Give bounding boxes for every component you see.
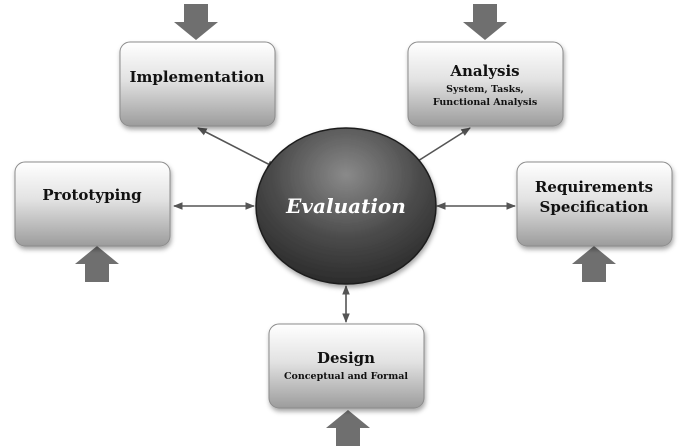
connectors bbox=[173, 127, 516, 323]
evaluation-label: Evaluation bbox=[285, 194, 406, 218]
input-arrow-design bbox=[326, 410, 370, 446]
connector-analysis-evaluation bbox=[409, 127, 471, 167]
node-design-box bbox=[268, 323, 425, 409]
node-evaluation: Evaluation bbox=[255, 127, 437, 285]
node-requirements-box bbox=[516, 161, 673, 247]
evaluation-ellipse bbox=[255, 127, 437, 285]
node-analysis: Analysis System, Tasks, Functional Analy… bbox=[407, 41, 564, 127]
node-design-subtitle: Conceptual and Formal bbox=[284, 371, 408, 382]
input-arrows bbox=[75, 4, 616, 446]
node-prototyping-box bbox=[14, 161, 171, 247]
node-design: Design Conceptual and Formal bbox=[268, 323, 425, 409]
node-analysis-subtitle-line1: System, Tasks, bbox=[446, 84, 524, 95]
node-requirements: Requirements Specification bbox=[516, 161, 673, 247]
node-prototyping-title: Prototyping bbox=[42, 186, 142, 204]
node-implementation: Implementation bbox=[119, 41, 276, 127]
input-arrow-analysis bbox=[463, 4, 507, 40]
node-design-title: Design bbox=[317, 349, 375, 367]
node-implementation-box bbox=[119, 41, 276, 127]
node-prototyping: Prototyping bbox=[14, 161, 171, 247]
input-arrow-implementation bbox=[174, 4, 218, 40]
node-requirements-title-line1: Requirements bbox=[535, 178, 653, 196]
node-analysis-box bbox=[407, 41, 564, 127]
node-analysis-subtitle-line2: Functional Analysis bbox=[433, 97, 537, 108]
connector-implementation-evaluation bbox=[197, 127, 277, 169]
input-arrow-requirements bbox=[572, 246, 616, 282]
node-implementation-title: Implementation bbox=[129, 68, 264, 86]
node-analysis-title: Analysis bbox=[449, 62, 519, 80]
input-arrow-prototyping bbox=[75, 246, 119, 282]
node-requirements-title-line2: Specification bbox=[540, 198, 649, 216]
